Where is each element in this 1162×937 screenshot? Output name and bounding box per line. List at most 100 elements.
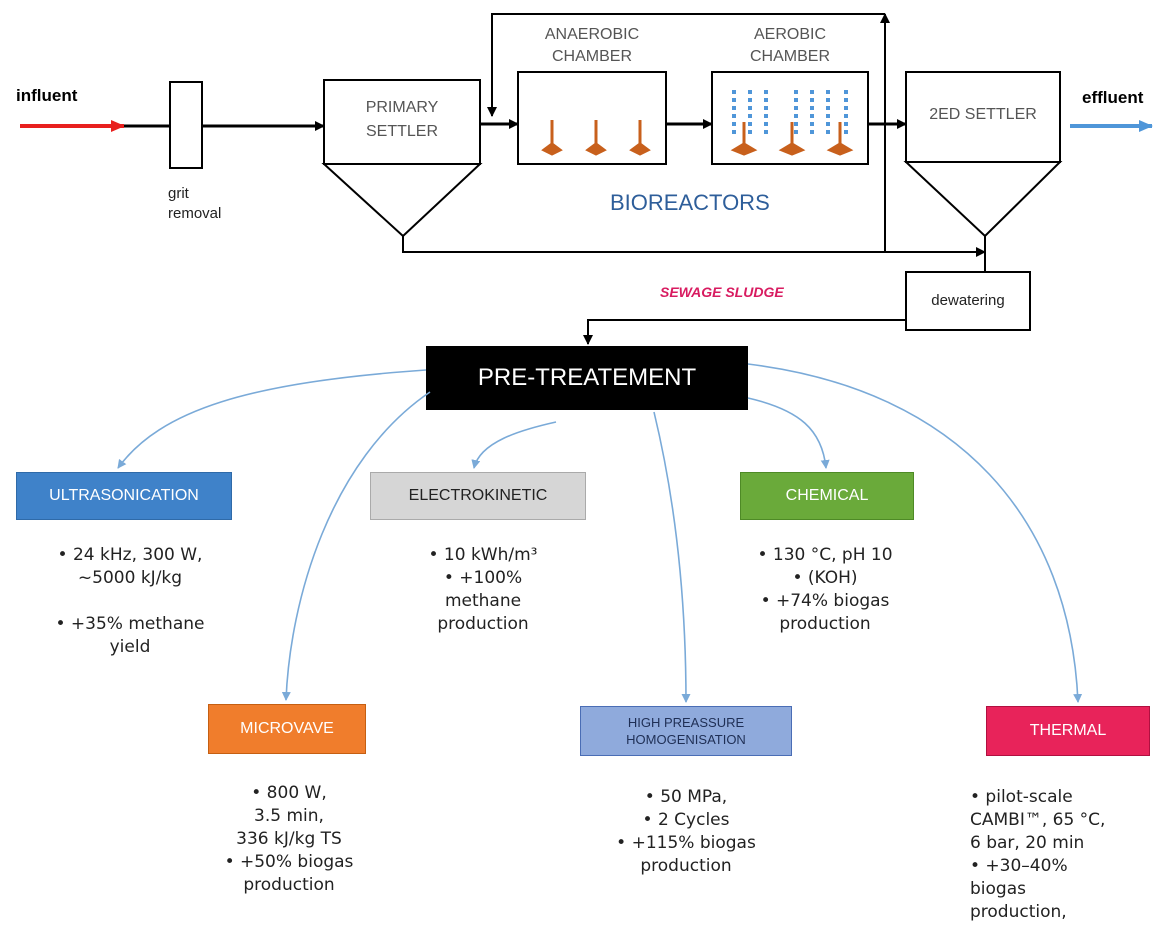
- bullet-line: 3.5 min,: [254, 806, 324, 826]
- bullet-line: • 130 °C, pH 10: [757, 545, 893, 565]
- connector-electrokinetic: [471, 421, 557, 469]
- primary-settler-label: PRIMARY SETTLER: [365, 99, 439, 140]
- aeration-dot: [794, 106, 798, 110]
- method-title-chemical: CHEMICAL: [785, 487, 869, 504]
- aeration-dot: [826, 114, 830, 118]
- connector-chemical: [747, 397, 830, 469]
- secondary-settler-label: 2ED SETTLER: [906, 106, 1060, 124]
- bullets-microvave: • 800 W,3.5 min,336 kJ/kg TS• +50% bioga…: [196, 782, 382, 897]
- bullet-line: yield: [109, 637, 151, 657]
- aeration-dot: [826, 122, 830, 126]
- bullet-line: • pilot-scale: [970, 787, 1073, 807]
- secondary-settler-text: 2ED SETTLER: [929, 106, 1037, 123]
- connector-curves: [117, 363, 1083, 703]
- connector-hpm: [653, 411, 691, 703]
- aeration-dot: [810, 90, 814, 94]
- aeration-dot: [748, 106, 752, 110]
- effluent-label: effluent: [1082, 88, 1144, 107]
- aeration-dot: [732, 98, 736, 102]
- aeration-dot: [748, 122, 752, 126]
- secondary-settler-box: [905, 71, 1061, 163]
- bullet-line: • +50% biogas: [224, 852, 354, 872]
- dewatering-label: dewatering: [931, 292, 1005, 309]
- bullet-line: CAMBI™, 65 °C,: [970, 810, 1106, 830]
- aeration-dot: [826, 106, 830, 110]
- bullets-ultrasonication: • 24 kHz, 300 W, ~5000 kJ/kg • +35% methan…: [20, 544, 240, 659]
- dewatering-to-pretreatment-line: [583, 319, 906, 345]
- return-sludge-line: [487, 13, 885, 117]
- bullet-line: production: [437, 614, 529, 634]
- aeration-dot: [748, 114, 752, 118]
- pretreatment-box: [426, 346, 748, 410]
- aeration-dots: [732, 90, 848, 134]
- method-box-hpm: HIGH PREASSURE HOMOGENISATION: [580, 706, 792, 756]
- aeration-dot: [844, 98, 848, 102]
- aeration-dot: [764, 90, 768, 94]
- bullet-line: production: [779, 614, 871, 634]
- aeration-dot: [844, 114, 848, 118]
- aeration-dot: [844, 130, 848, 134]
- aeration-dot: [794, 90, 798, 94]
- grit-removal-label: grit removal: [168, 185, 222, 222]
- bullets-electrokinetic: • 10 kWh/m³ • +100% methane production: [378, 544, 588, 636]
- aeration-dot: [764, 98, 768, 102]
- aeration-dot: [764, 130, 768, 134]
- bullet-line: production: [640, 856, 732, 876]
- sewage-sludge-label: SEWAGE SLUDGE: [660, 284, 784, 300]
- aeration-dot: [810, 130, 814, 134]
- bullet-line: 336 kJ/kg TS: [236, 829, 342, 849]
- aeration-dot: [794, 122, 798, 126]
- bullet-line: • 10 kWh/m³: [428, 545, 538, 565]
- influent-label: influent: [16, 86, 78, 105]
- primary-settler-box: [323, 79, 481, 165]
- method-title-ultrasonication: ULTRASONICATION: [49, 487, 199, 504]
- aeration-dot: [810, 114, 814, 118]
- bullet-line: 6 bar, 20 min: [970, 833, 1085, 853]
- bullet-line: • +74% biogas: [760, 591, 890, 611]
- bullet-line: • +115% biogas: [616, 833, 756, 853]
- bullet-line: • +35% methane: [55, 614, 205, 634]
- bullet-line: • +100%: [443, 568, 523, 588]
- dewatering-box: [905, 271, 1031, 331]
- bullet-line: methane: [444, 591, 522, 611]
- aeration-dot: [732, 90, 736, 94]
- bullet-line: production: [243, 875, 335, 895]
- aeration-dot: [844, 90, 848, 94]
- aeration-dot: [732, 106, 736, 110]
- method-box-thermal: THERMAL: [986, 706, 1150, 756]
- aeration-dot: [764, 106, 768, 110]
- bullet-line: ~5000 kJ/kg: [77, 568, 183, 588]
- method-title-electrokinetic: ELECTROKINETIC: [408, 487, 548, 504]
- pretreatment-title: PRE-TREATEMENT: [477, 364, 697, 391]
- method-box-electrokinetic: ELECTROKINETIC: [370, 472, 586, 520]
- primary-settler-hopper: [321, 163, 483, 238]
- bullet-line: biogas: [970, 879, 1026, 899]
- aeration-dot: [810, 106, 814, 110]
- bullet-line: production,: [970, 902, 1067, 922]
- method-title-thermal: THERMAL: [1029, 722, 1107, 739]
- aeration-dot: [764, 122, 768, 126]
- bullet-line: • +30–40%: [970, 856, 1068, 876]
- aeration-dot: [732, 114, 736, 118]
- aeration-dot: [844, 106, 848, 110]
- method-box-ultrasonication: ULTRASONICATION: [16, 472, 232, 520]
- method-box-chemical: CHEMICAL: [740, 472, 914, 520]
- aeration-dot: [844, 122, 848, 126]
- connector-microvave: [281, 391, 431, 701]
- aerobic-mixer-icons: [730, 122, 854, 156]
- bullet-line: • 24 kHz, 300 W,: [57, 545, 203, 565]
- aeration-dot: [810, 122, 814, 126]
- bioreactors-label: BIOREACTORS: [610, 190, 770, 215]
- aeration-dot: [826, 130, 830, 134]
- secondary-settler-hopper: [903, 161, 1063, 238]
- aeration-dot: [764, 114, 768, 118]
- aeration-dot: [748, 90, 752, 94]
- aeration-dot: [748, 98, 752, 102]
- aeration-dot: [794, 114, 798, 118]
- method-title-hpm: HIGH PREASSURE HOMOGENISATION: [626, 715, 746, 747]
- method-box-microvave: MICROVAVE: [208, 704, 366, 754]
